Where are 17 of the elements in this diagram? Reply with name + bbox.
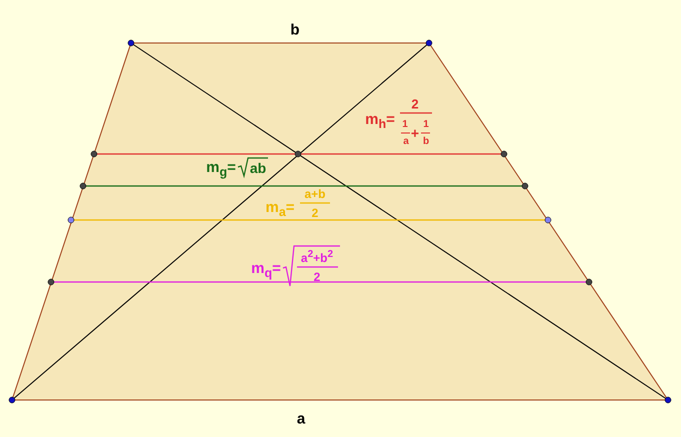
denominator: a xyxy=(403,137,409,147)
mean-label: m$_{g}$= xyxy=(206,160,236,178)
mean-label: m$_{q}$= xyxy=(251,260,281,280)
numerator: a$^{2}$+b$^{2}$ xyxy=(300,250,334,264)
radicand: ab xyxy=(250,161,266,175)
denominator: b xyxy=(422,137,430,147)
mean-label: m$_{h}$= xyxy=(365,112,395,130)
side-label: b xyxy=(290,22,300,38)
denominator: 2 xyxy=(314,271,320,283)
numerator: a+b xyxy=(304,188,326,200)
numerator: 1 xyxy=(402,120,408,130)
numerator: 1 xyxy=(423,120,429,130)
denominator: 2 xyxy=(312,207,318,219)
numerator: 2 xyxy=(411,98,419,110)
plus-sign: + xyxy=(410,126,420,140)
mean-label: m$_{a}$= xyxy=(265,200,295,218)
side-label: a xyxy=(296,412,306,426)
